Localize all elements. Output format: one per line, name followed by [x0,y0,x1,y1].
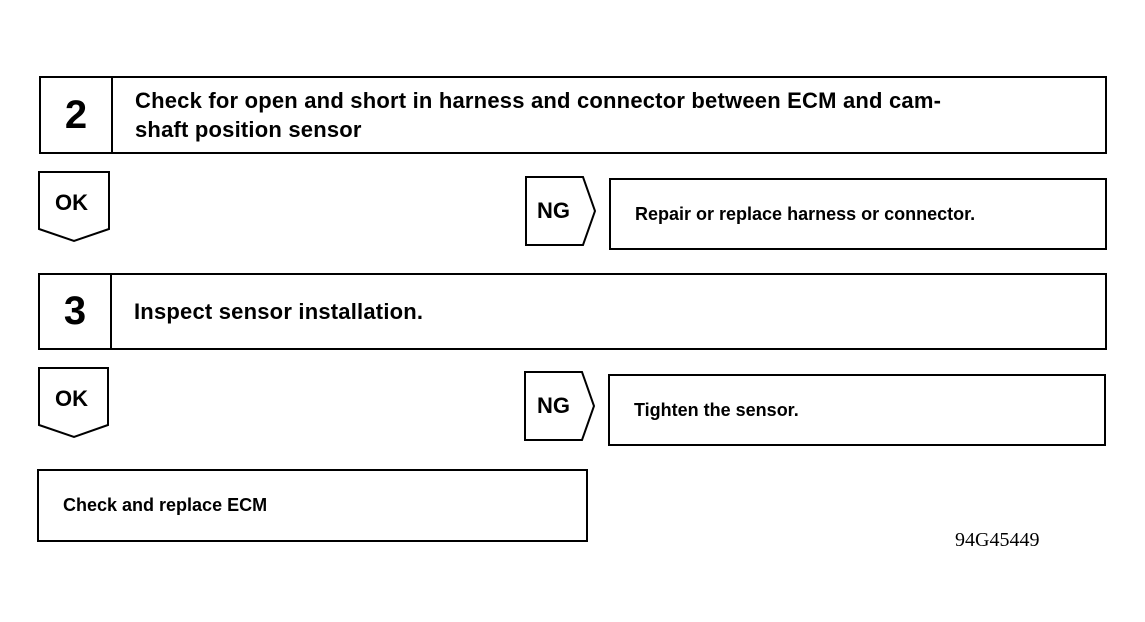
step-2-number: 2 [41,78,113,152]
ng-tag-step-3: NG [524,371,596,443]
ng-arrow-shape-icon [525,176,597,246]
step-2-box: 2 Check for open and short in harness an… [39,76,1107,154]
ok-label-step-3: OK [55,386,88,411]
step-3-text: Inspect sensor installation. [134,299,424,324]
ng-action-text-step-3: Tighten the sensor. [634,399,799,420]
ok-tag-step-2: OK [38,171,110,243]
step-2-text: Check for open and short in harness and … [135,86,1085,144]
ok-label-step-2: OK [55,190,88,215]
ng-action-box-step-3: Tighten the sensor. [608,374,1106,446]
ng-action-box-step-2: Repair or replace harness or connector. [609,178,1107,250]
ok-arrow-shape-icon [38,367,109,439]
ng-action-text-step-2: Repair or replace harness or connector. [635,203,976,224]
final-action-box: Check and replace ECM [37,469,588,542]
step-3-box: 3 Inspect sensor installation. [38,273,1107,350]
ok-tag-step-3: OK [38,367,110,439]
ok-arrow-shape-icon [38,171,110,243]
ng-label-step-3: NG [537,393,570,418]
ng-arrow-shape-icon [524,371,596,441]
step-2-text-line-1: Check for open and short in harness and … [135,88,942,113]
step-3-number: 3 [40,275,112,348]
ng-label-step-2: NG [537,198,570,223]
figure-id: 94G45449 [955,529,1040,551]
ng-tag-step-2: NG [525,176,597,248]
step-2-text-line-2: shaft position sensor [135,117,362,142]
final-action-text: Check and replace ECM [63,495,268,515]
